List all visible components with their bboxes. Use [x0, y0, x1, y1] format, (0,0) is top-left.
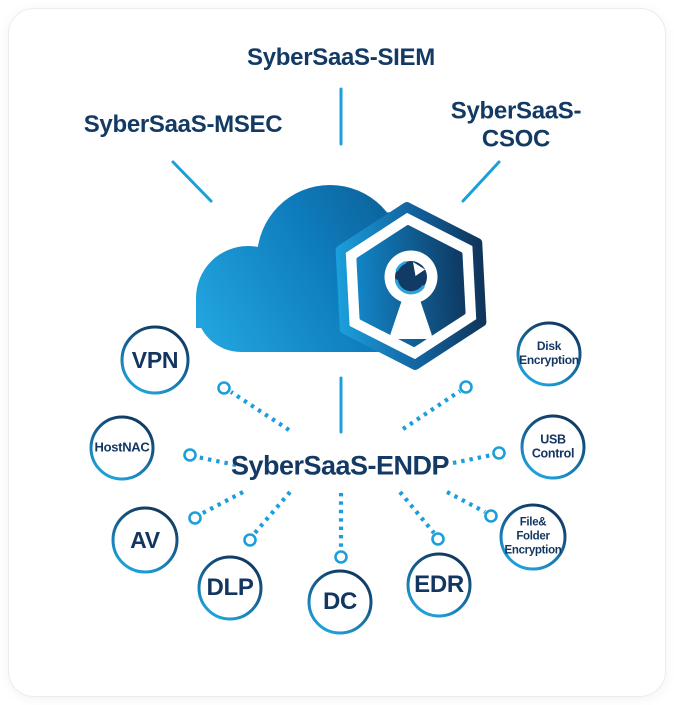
connector-csoc-cloud [461, 160, 501, 203]
node-label-av: AV [130, 526, 160, 553]
label-sybersaas-endp: SyberSaaS-ENDP [230, 450, 450, 481]
dotted-connector-hostnac [196, 454, 237, 468]
dotted-connector-edr [398, 490, 436, 535]
connector-ring-hostnac [183, 448, 197, 462]
connector-msec-cloud [171, 160, 213, 203]
connector-ring-av [188, 511, 202, 525]
label-sybersaas-msec: SyberSaaS-MSEC [83, 111, 283, 139]
node-label-dlp: DLP [206, 574, 254, 602]
node-circle-edr [406, 552, 472, 618]
node-circle-dc [307, 569, 373, 635]
node-circle-usb-control [520, 414, 586, 480]
connector-ring-file-folder [484, 509, 498, 523]
node-circle-vpn [120, 325, 190, 395]
dotted-connector-vpn [229, 390, 291, 432]
node-label-hostnac: HostNAC [94, 439, 150, 455]
dotted-connector-disk-encryption [401, 389, 462, 431]
node-label-vpn: VPN [131, 346, 179, 373]
node-label-edr: EDR [414, 571, 464, 599]
node-label-disk-encryption: Disk Encryption [519, 339, 579, 367]
node-circle-disk-encryption [516, 321, 582, 387]
node-label-file-folder-encryption: File& Folder Encryption [504, 516, 562, 556]
node-label-usb-control: USB Control [531, 432, 575, 461]
label-sybersaas-siem: SyberSaaS-SIEM [247, 44, 435, 72]
connector-ring-edr [431, 532, 445, 546]
connector-ring-dc [334, 550, 348, 564]
dotted-connector-file-folder [446, 490, 486, 514]
dotted-connector-av [200, 490, 244, 516]
label-sybersaas-csoc: SyberSaaS-CSOC [450, 97, 582, 152]
dotted-connector-usb-control [452, 452, 493, 466]
node-label-dc: DC [322, 588, 358, 616]
connector-ring-dlp [243, 533, 257, 547]
dotted-connector-dlp [252, 490, 292, 536]
globe-ball-icon [394, 261, 427, 295]
node-circle-hostnac [89, 415, 155, 481]
node-circle-dlp [197, 555, 263, 621]
node-circle-av [111, 506, 179, 574]
connector-ring-usb-control [492, 446, 506, 460]
connector-ring-disk-encryption [459, 380, 473, 394]
node-circle-file-folder-encryption [499, 503, 567, 571]
keyhole-icon [384, 250, 438, 339]
connector-ring-vpn [217, 381, 231, 395]
